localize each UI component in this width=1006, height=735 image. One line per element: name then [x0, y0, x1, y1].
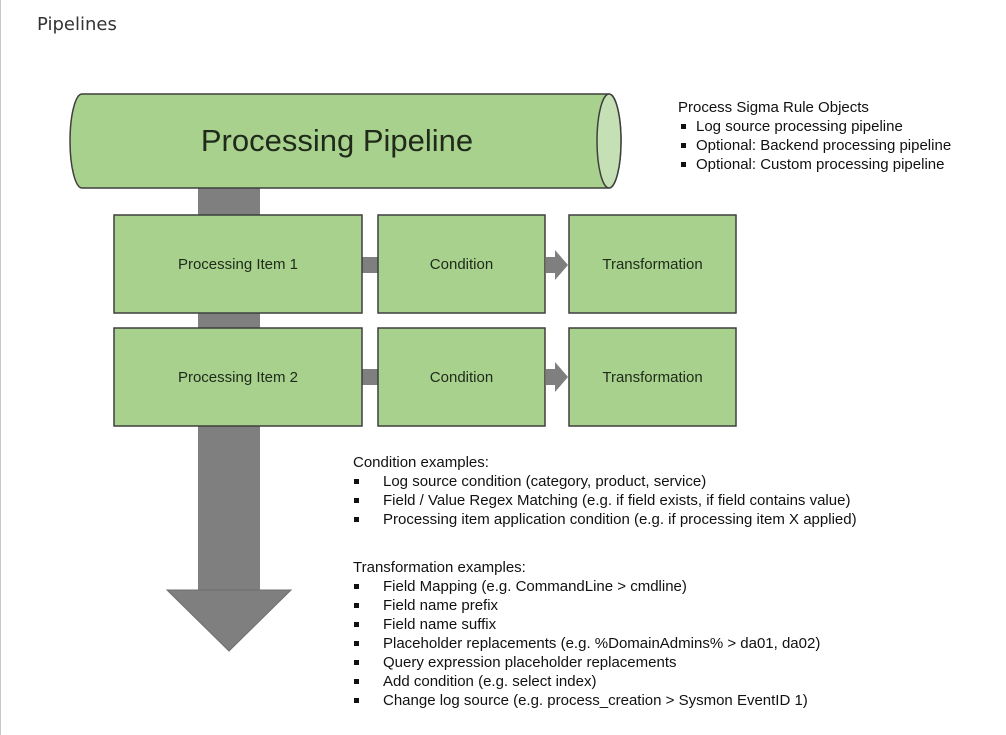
- sigma-note-list: Log source processing pipeline Optional:…: [678, 117, 951, 174]
- connector-arrows-row-2: [362, 362, 568, 392]
- transformation-example-item: Change log source (e.g. process_creation…: [353, 691, 820, 710]
- condition-examples: Condition examples: Log source condition…: [353, 453, 857, 529]
- transformation-example-item: Field name prefix: [353, 596, 820, 615]
- sigma-note-item: Log source processing pipeline: [678, 117, 951, 136]
- condition-example-item: Field / Value Regex Matching (e.g. if fi…: [353, 491, 857, 510]
- condition-examples-heading: Condition examples:: [353, 454, 489, 471]
- connector-arrows-row-1: [362, 250, 568, 280]
- sigma-note-item: Optional: Custom processing pipeline: [678, 155, 951, 174]
- page-title: Pipelines: [37, 14, 117, 35]
- transformation-example-item: Field name suffix: [353, 615, 820, 634]
- transformation-example-item: Add condition (e.g. select index): [353, 672, 820, 691]
- transformation-examples-heading: Transformation examples:: [353, 559, 526, 576]
- sigma-note-item: Optional: Backend processing pipeline: [678, 136, 951, 155]
- processing-item-1-box: [113, 214, 363, 314]
- transformation-examples-list: Field Mapping (e.g. CommandLine > cmdlin…: [353, 577, 820, 710]
- pipeline-label: Processing Pipeline: [200, 123, 474, 158]
- condition-example-item: Processing item application condition (e…: [353, 510, 857, 529]
- transformation-2-box: [568, 327, 737, 427]
- transformation-example-item: Field Mapping (e.g. CommandLine > cmdlin…: [353, 577, 820, 596]
- condition-2-box: [377, 327, 546, 427]
- sigma-note: Process Sigma Rule Objects Log source pr…: [678, 98, 951, 174]
- condition-examples-list: Log source condition (category, product,…: [353, 472, 857, 529]
- condition-1-box: [377, 214, 546, 314]
- window-left-border: [0, 0, 1, 735]
- sigma-note-heading: Process Sigma Rule Objects: [678, 99, 869, 116]
- pipeline-cylinder: [69, 93, 622, 189]
- condition-example-item: Log source condition (category, product,…: [353, 472, 857, 491]
- transformation-example-item: Placeholder replacements (e.g. %DomainAd…: [353, 634, 820, 653]
- transformation-example-item: Query expression placeholder replacement…: [353, 653, 820, 672]
- transformation-examples: Transformation examples: Field Mapping (…: [353, 558, 820, 710]
- processing-item-2-box: [113, 327, 363, 427]
- transformation-1-box: [568, 214, 737, 314]
